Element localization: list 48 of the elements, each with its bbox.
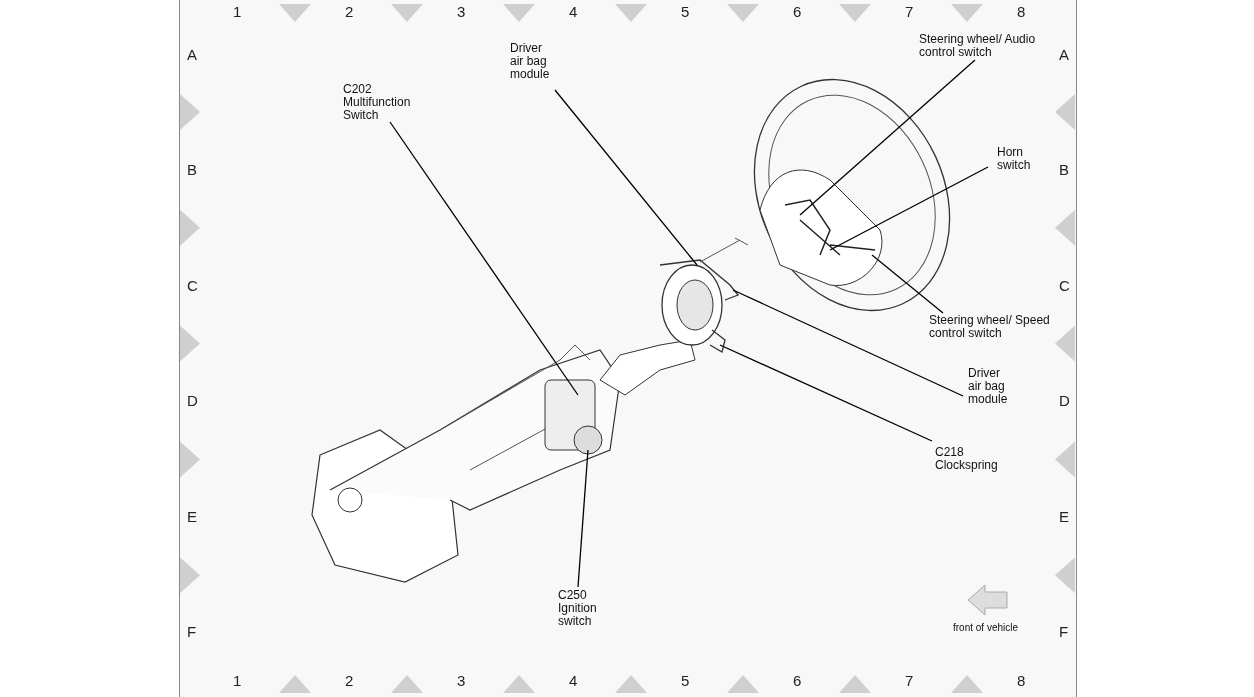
- grid-number: 5: [681, 4, 690, 20]
- grid-letter: D: [187, 393, 198, 409]
- grid-letter: E: [187, 509, 197, 525]
- grid-letter: F: [187, 624, 197, 640]
- callout-label: C202 Multifunction Switch: [343, 83, 421, 122]
- leader-line: [554, 89, 698, 266]
- leader-line: [719, 344, 933, 442]
- part-drawing: [311, 339, 696, 583]
- grid-letter: A: [187, 47, 197, 63]
- part-drawing: [659, 237, 749, 353]
- grid-number: 1: [233, 4, 242, 20]
- grid-letter: D: [1059, 393, 1070, 409]
- grid-number: 8: [1017, 4, 1026, 20]
- leader-line: [829, 166, 989, 251]
- grid-letter: C: [187, 278, 198, 294]
- callout-label: C250 Ignition switch: [558, 589, 608, 628]
- grid-letter: A: [1059, 47, 1069, 63]
- grid-number: 2: [345, 673, 354, 689]
- callout-label: C218 Clockspring: [935, 446, 1007, 472]
- leader-line: [389, 121, 579, 396]
- grid-number: 3: [457, 673, 466, 689]
- grid-number: 1: [233, 673, 242, 689]
- grid-number: 4: [569, 4, 578, 20]
- grid-number: 4: [569, 673, 578, 689]
- callout-label: Steering wheel/ Audio control switch: [919, 33, 1037, 59]
- callout-label: Steering wheel/ Speed control switch: [929, 314, 1053, 340]
- part-drawing: [753, 79, 951, 311]
- grid-number: 2: [345, 4, 354, 20]
- grid-letter: E: [1059, 509, 1069, 525]
- grid-letter: F: [1059, 624, 1069, 640]
- grid-number: 3: [457, 4, 466, 20]
- leader-line: [871, 254, 944, 314]
- callout-label: Horn switch: [997, 146, 1039, 172]
- grid-number: 5: [681, 673, 690, 689]
- leader-line: [577, 449, 589, 588]
- grid-number: 6: [793, 4, 802, 20]
- callout-label: Driver air bag module: [968, 367, 1014, 406]
- grid-number: 6: [793, 673, 802, 689]
- leader-line: [732, 289, 964, 397]
- grid-number: 7: [905, 673, 914, 689]
- grid-number: 8: [1017, 673, 1026, 689]
- leader-line: [799, 59, 976, 216]
- callout-label: Driver air bag module: [510, 42, 556, 81]
- grid-letter: C: [1059, 278, 1070, 294]
- grid-letter: B: [187, 162, 197, 178]
- caption: front of vehicle: [953, 621, 1019, 634]
- grid-number: 7: [905, 4, 914, 20]
- grid-letter: B: [1059, 162, 1069, 178]
